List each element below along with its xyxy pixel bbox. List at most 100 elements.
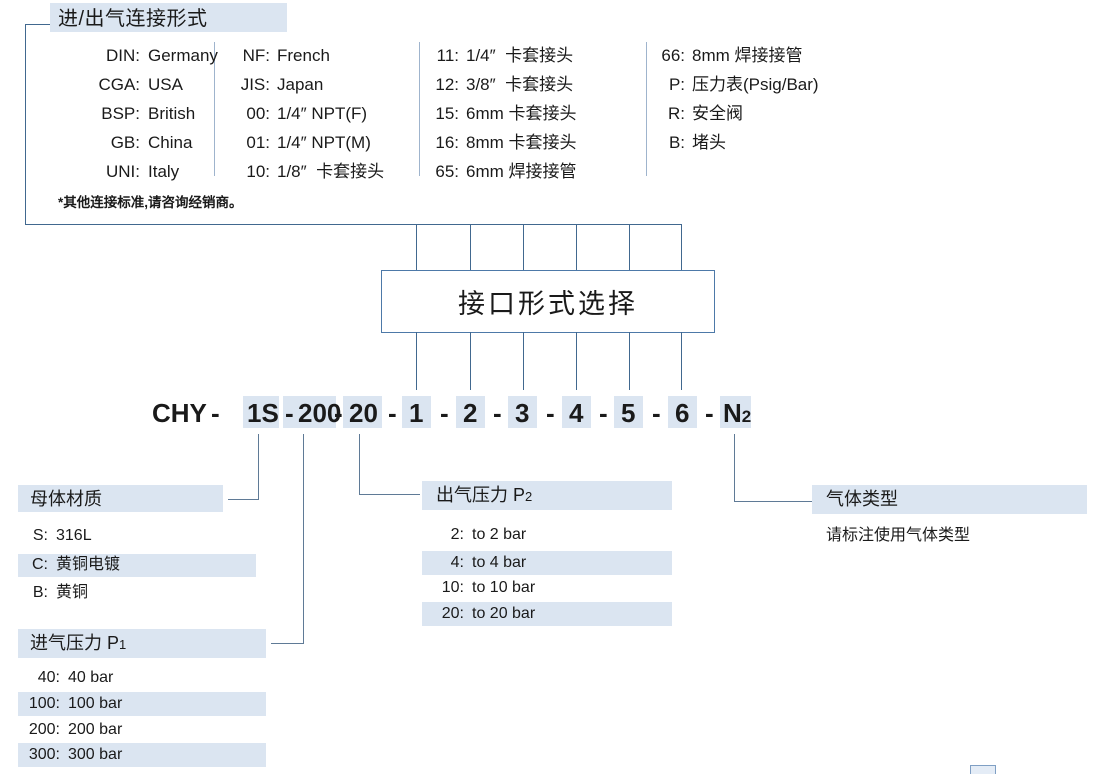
option-value: USA	[148, 75, 183, 94]
outlet-value: to 4 bar	[472, 554, 527, 571]
top-panel-title: 进/出气连接形式	[58, 8, 208, 30]
pn-chip-6	[668, 396, 697, 428]
option-value: 6mm 卡套接头	[466, 104, 577, 123]
gas-note: 请标注使用气体类型	[826, 527, 971, 544]
inlet-row-highlight	[18, 692, 266, 716]
option-value: 8mm 卡套接头	[466, 133, 577, 152]
part-number-gas-text: N	[723, 398, 742, 428]
part-number-prefix: CHY	[152, 398, 207, 428]
pn-chip-3	[508, 396, 537, 428]
option-value: 堵头	[692, 133, 726, 152]
connector-outlet-horizontal	[359, 494, 420, 495]
option-code: NF:	[242, 46, 270, 65]
outlet-title: 出气压力 P2	[436, 486, 532, 504]
option-value: French	[277, 46, 330, 65]
option-value: 1/4″ NPT(F)	[277, 104, 368, 123]
part-number-port-1: 1	[409, 398, 424, 428]
material-title-highlight	[18, 485, 223, 512]
connector-top-4	[576, 224, 577, 270]
inlet-value: 100 bar	[68, 695, 123, 712]
gas-title-highlight	[812, 485, 1087, 514]
option-code: 01:	[246, 133, 270, 152]
option-value: 6mm 焊接接管	[466, 162, 577, 181]
inlet-code: 300:	[28, 746, 60, 763]
option-value: 安全阀	[692, 104, 743, 123]
material-code: C:	[32, 556, 48, 573]
outlet-row-highlight	[422, 551, 672, 575]
top-panel-divider-3	[646, 42, 647, 176]
inlet-value: 200 bar	[68, 721, 123, 738]
connector-digit-5	[629, 332, 630, 390]
pn-chip-5	[614, 396, 643, 428]
part-number-inlet: 200	[298, 398, 342, 428]
inlet-title-text: 进气压力 P	[30, 633, 120, 653]
option-code: R:	[668, 104, 685, 123]
outlet-code: 10:	[441, 579, 464, 596]
pn-chip-20	[343, 396, 382, 428]
gas-title: 气体类型	[826, 489, 898, 509]
part-number-dash: -	[440, 398, 449, 428]
option-code: 12:	[435, 75, 459, 94]
connector-gas-horizontal	[734, 501, 814, 502]
part-number-port-3: 3	[515, 398, 530, 428]
inlet-code: 200:	[28, 721, 60, 738]
part-number-dash: -	[211, 398, 220, 428]
interface-type-label: 接口形式选择	[458, 289, 638, 319]
part-number-dash: -	[599, 398, 608, 428]
inlet-code: 40:	[37, 669, 60, 686]
top-panel-divider-1	[214, 42, 215, 176]
part-number-dash: -	[334, 398, 343, 428]
part-number-dash: -	[705, 398, 714, 428]
pn-chip-200	[283, 396, 336, 428]
option-code: CGA:	[98, 75, 140, 94]
pn-chip-4	[562, 396, 591, 428]
top-panel-footnote: *其他连接标准,请咨询经销商。	[58, 195, 243, 210]
connector-top-6	[681, 224, 682, 270]
connector-inlet-vertical	[303, 434, 304, 643]
part-number-dash: -	[285, 398, 294, 428]
material-code: S:	[32, 527, 48, 544]
connector-top-1	[416, 224, 417, 270]
material-value: 316L	[56, 527, 92, 544]
part-number-dash: -	[546, 398, 555, 428]
connector-inlet-horizontal	[271, 643, 304, 644]
outlet-title-subscript: 2	[525, 489, 533, 504]
part-number-port-5: 5	[621, 398, 636, 428]
option-code: P:	[668, 75, 685, 94]
option-value: British	[148, 104, 196, 123]
connector-digit-1	[416, 332, 417, 390]
option-value: 1/4″ NPT(M)	[277, 133, 371, 152]
material-value: 黄铜电镀	[56, 556, 121, 573]
option-code: 10:	[246, 162, 270, 181]
outlet-row-highlight	[422, 602, 672, 626]
option-code: 15:	[435, 104, 459, 123]
outlet-title-text: 出气压力 P	[436, 485, 526, 505]
material-code: B:	[32, 584, 48, 601]
connector-top-3	[523, 224, 524, 270]
corner-chip-icon	[970, 765, 996, 774]
connector-digit-2	[470, 332, 471, 390]
part-number-outlet: 20	[349, 398, 378, 428]
pn-chip-2	[456, 396, 485, 428]
option-code: GB:	[110, 133, 140, 152]
inlet-title-highlight	[18, 629, 266, 658]
inlet-title-subscript: 1	[119, 637, 127, 652]
part-number-dash: -	[652, 398, 661, 428]
top-panel-title-highlight	[50, 3, 287, 32]
connector-digit-3	[523, 332, 524, 390]
option-code: UNI:	[106, 162, 140, 181]
top-bracket-horizontal	[25, 224, 681, 225]
pn-chip-1S	[243, 396, 279, 428]
material-title: 母体材质	[30, 489, 102, 509]
option-value: China	[148, 133, 193, 152]
inlet-code: 100:	[28, 695, 60, 712]
option-value: 8mm 焊接接管	[692, 46, 803, 65]
inlet-value: 40 bar	[68, 669, 114, 686]
top-panel-divider-2	[419, 42, 420, 176]
option-code: BSP:	[101, 104, 140, 123]
part-number-gas: N2	[723, 400, 751, 426]
part-number-dash: -	[388, 398, 397, 428]
option-code: DIN:	[106, 46, 140, 65]
option-value: Italy	[148, 162, 180, 181]
